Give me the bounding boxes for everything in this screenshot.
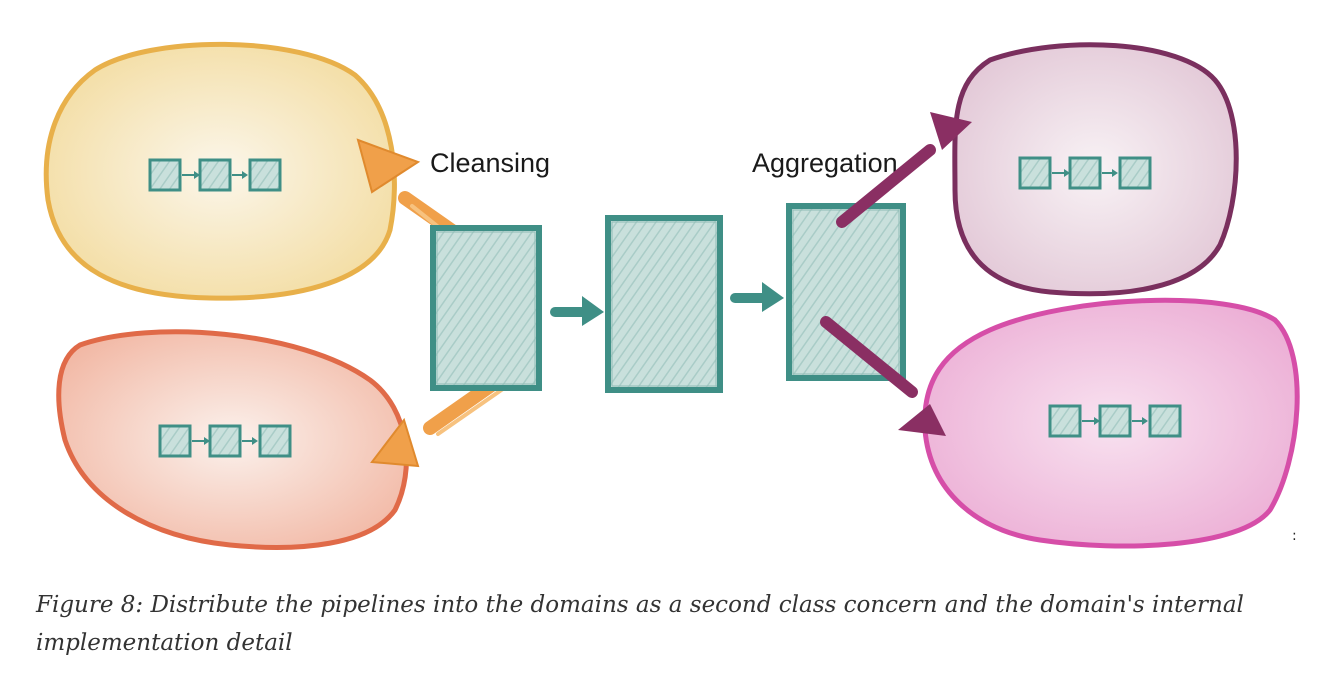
stray-mark: : [1292,528,1297,544]
data-product-icon [430,225,542,391]
data-product-icon [786,203,906,381]
data-product-icon [605,215,723,393]
domain-top-right [952,42,1239,297]
cleansing-label: Cleansing [430,148,550,178]
arrow-aggregation-to-top-right [836,112,972,228]
pipeline-icon [148,158,282,192]
domain-bottom-right [922,297,1300,549]
pipeline-icon [1018,156,1152,190]
domain-top-left [43,41,397,301]
pipeline-icon [1048,404,1182,438]
pipeline-distribution-diagram: Cleansing Aggregation [43,41,1300,550]
aggregation-label: Aggregation [752,148,898,178]
arrow-icon [370,417,420,468]
arrow-icon [550,296,604,326]
arrow-icon [730,282,784,312]
arrow-icon [356,138,421,194]
arrow-aggregation-to-bottom-right [820,316,946,436]
figure-caption: Figure 8: Distribute the pipelines into … [36,592,1244,656]
pipeline-icon [158,424,292,458]
domain-bottom-left [56,329,409,550]
